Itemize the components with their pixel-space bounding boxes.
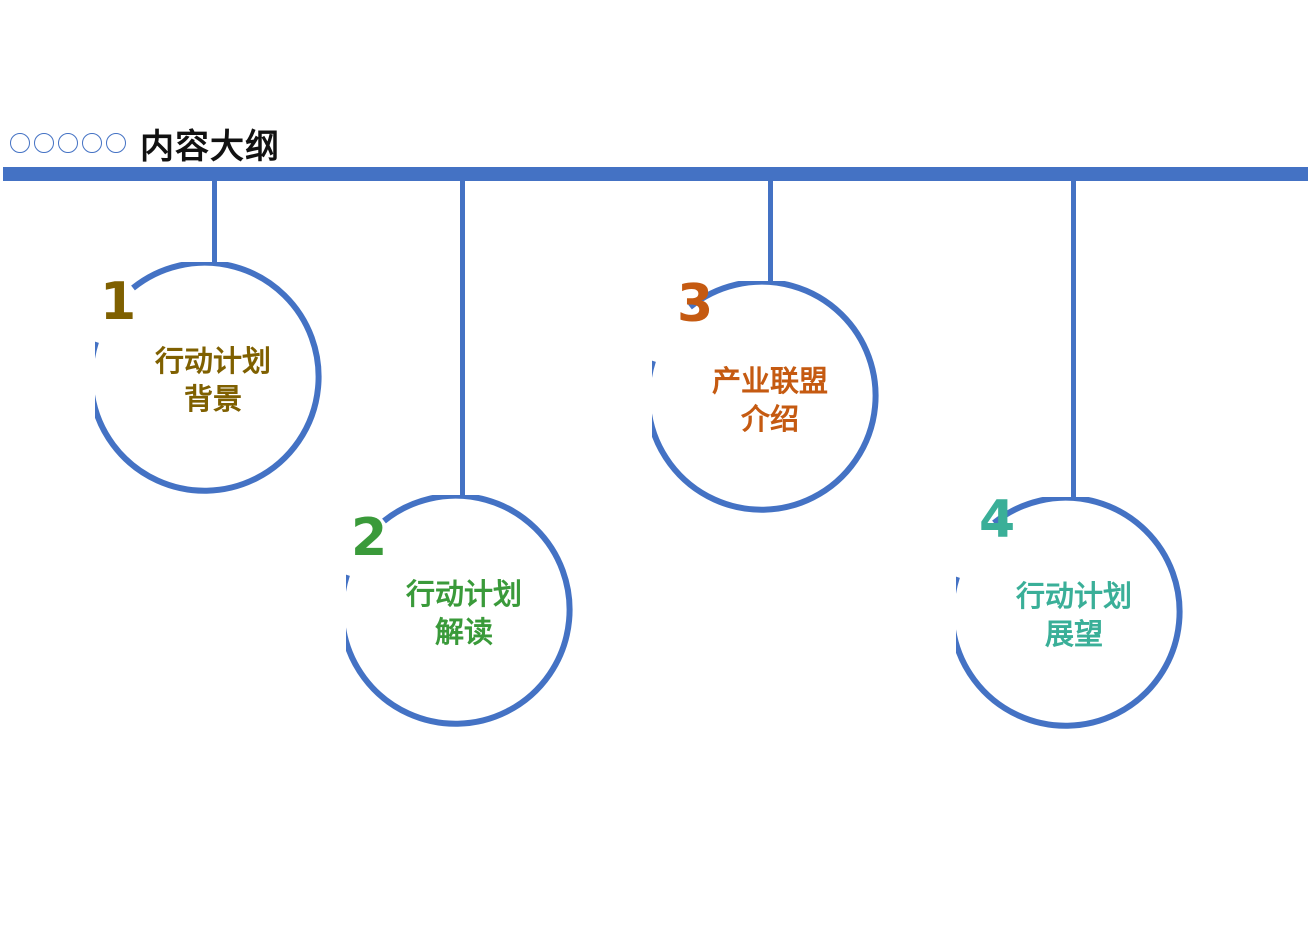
connector-line-3 [768, 181, 773, 281]
item-label-4-line2: 展望 [1044, 617, 1103, 651]
page-title: 内容大纲 [140, 126, 280, 167]
item-number-4: 4 [979, 490, 1016, 550]
ring-arc-icon [652, 281, 879, 513]
item-label-1-line2: 背景 [183, 382, 242, 416]
connector-line-2 [460, 181, 465, 497]
item-label-3: 产业联盟 介绍 [652, 362, 888, 438]
ring-arc-icon [346, 495, 573, 727]
item-number-2: 2 [351, 508, 388, 568]
item-label-1: 行动计划 背景 [95, 342, 331, 418]
item-label-2: 行动计划 解读 [346, 575, 582, 651]
item-label-3-line2: 介绍 [740, 402, 799, 436]
item-number-1: 1 [100, 272, 137, 332]
ring-arc-icon [95, 262, 322, 494]
item-label-4: 行动计划 展望 [956, 577, 1192, 653]
outline-header: 内容大纲 [10, 120, 280, 167]
circle-dot-icon [106, 133, 126, 153]
outline-circle-1 [95, 262, 331, 498]
item-number-3: 3 [677, 274, 714, 334]
timeline-bar [3, 167, 1308, 181]
outline-circle-2 [346, 495, 582, 731]
connector-line-4 [1071, 181, 1076, 498]
circle-dot-icon [58, 133, 78, 153]
item-label-1-line1: 行动计划 [154, 344, 271, 378]
item-label-2-line1: 行动计划 [405, 577, 522, 611]
connector-line-1 [212, 181, 217, 263]
circle-dot-icon [34, 133, 54, 153]
circle-dot-icon [82, 133, 102, 153]
decorative-dots [10, 133, 126, 153]
item-label-4-line1: 行动计划 [1015, 579, 1132, 613]
outline-circle-4 [956, 497, 1192, 733]
item-label-3-line1: 产业联盟 [711, 364, 828, 398]
outline-circle-3 [652, 281, 888, 517]
ring-arc-icon [956, 497, 1183, 729]
circle-dot-icon [10, 133, 30, 153]
item-label-2-line2: 解读 [434, 615, 493, 649]
